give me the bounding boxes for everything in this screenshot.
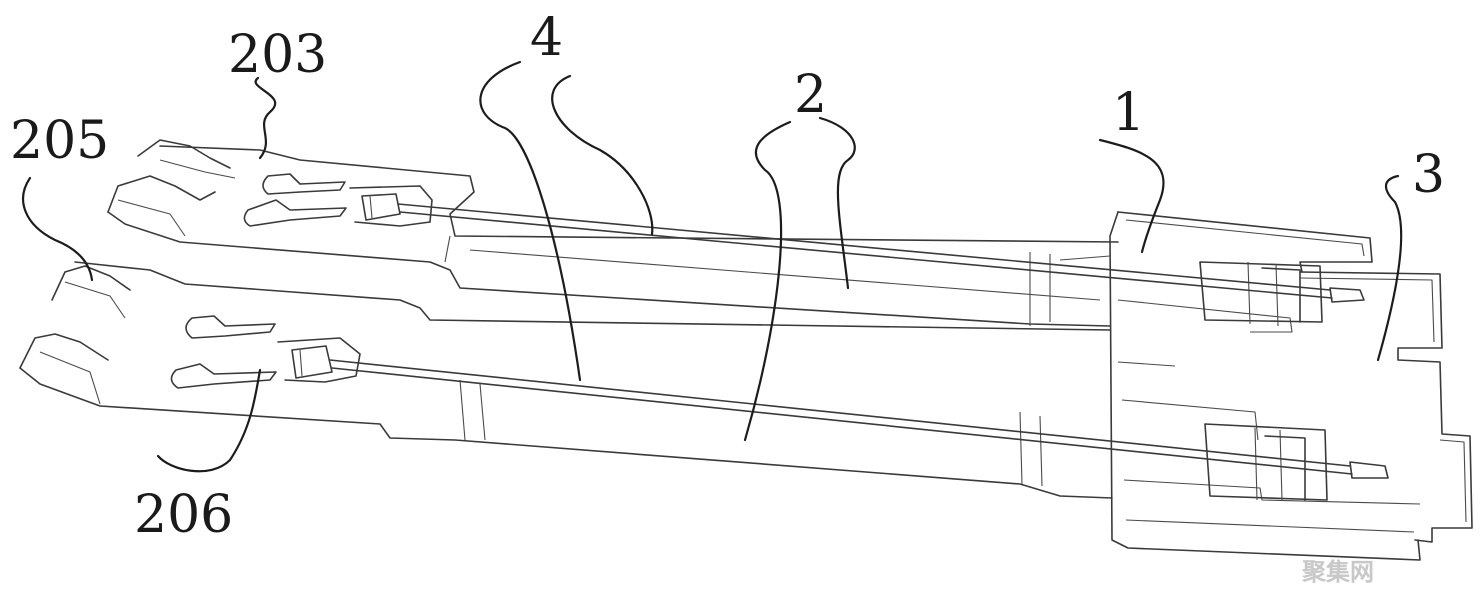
label-3: 3 (1412, 145, 1445, 205)
leader-lines (22, 60, 1403, 473)
label-206: 206 (134, 485, 233, 545)
rods-4 (329, 203, 1389, 479)
label-205: 205 (10, 111, 109, 171)
leader-4a (479, 60, 582, 382)
upper-arm-2 (107, 139, 1119, 327)
label-1: 1 (1112, 83, 1145, 143)
leader-203 (254, 76, 277, 160)
leader-205 (22, 176, 94, 282)
leader-206 (156, 368, 262, 473)
leader-1 (1098, 138, 1165, 254)
lower-arm-2 (19, 261, 1113, 499)
label-203: 203 (228, 25, 327, 85)
leader-2b (818, 116, 856, 290)
watermark: 聚集网 (1301, 558, 1374, 586)
slider-plate-1 (1109, 211, 1421, 561)
leader-3 (1376, 174, 1403, 362)
leader-2a (743, 120, 792, 442)
leader-4b (551, 74, 654, 236)
reference-labels: 203 4 2 1 3 205 206 (10, 8, 1445, 545)
label-4: 4 (530, 8, 563, 68)
label-2: 2 (794, 65, 827, 125)
base-plate-3 (1299, 271, 1473, 543)
